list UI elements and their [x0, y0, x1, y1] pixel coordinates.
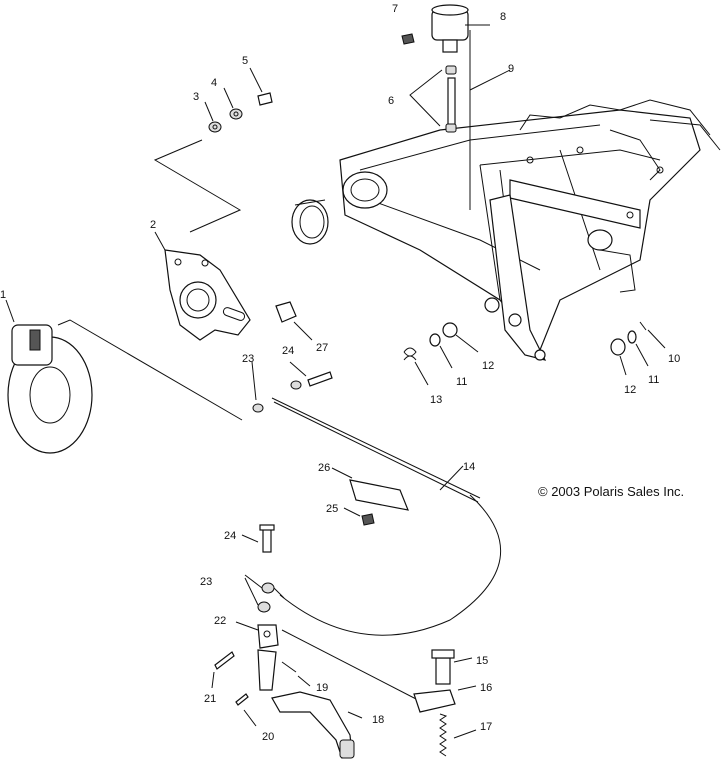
spacer-6-bottom: [445, 123, 457, 133]
clevis-22: [257, 624, 279, 649]
callout-11b: 11: [648, 374, 659, 386]
callout-15: 15: [476, 655, 488, 667]
callout-5: 5: [242, 55, 248, 67]
callout-17: 17: [480, 721, 492, 733]
brake-switch-15: [431, 649, 455, 685]
callout-21: 21: [204, 693, 216, 705]
washer-11-right: [627, 330, 637, 344]
bolt-21: [214, 651, 235, 670]
washer-23-lower: [252, 403, 264, 413]
washer-23-b: [257, 601, 271, 613]
callout-25: 25: [326, 503, 338, 515]
callout-24b: 24: [224, 530, 236, 542]
brake-caliper-1: [11, 324, 53, 366]
caliper-bracket-2: [164, 249, 251, 341]
spring-19: [281, 661, 297, 673]
callout-13: 13: [430, 394, 442, 406]
washer-23-a: [261, 582, 275, 594]
bolt-5: [257, 92, 273, 106]
callout-27: 27: [316, 342, 328, 354]
pivot-arm: [257, 649, 277, 691]
spring-13: [403, 347, 417, 361]
brake-rod-14: [271, 397, 502, 636]
pin-20: [235, 693, 249, 706]
bushing-12-left: [442, 322, 458, 338]
bushing-12-right: [610, 338, 626, 356]
callout-14: 14: [463, 461, 475, 473]
callout-11a: 11: [456, 376, 467, 388]
callout-4: 4: [211, 77, 217, 89]
callout-1: 1: [0, 289, 6, 301]
callout-9: 9: [508, 63, 514, 75]
bolt-24-lower: [259, 524, 275, 553]
callout-16: 16: [480, 682, 492, 694]
spring-17: [439, 713, 448, 757]
callout-6a: 6: [388, 95, 394, 107]
bolt-25: [361, 513, 375, 526]
spacer-6-top: [445, 65, 457, 75]
washer-11-left: [429, 333, 441, 347]
bolt-7: [401, 33, 415, 45]
nut-4: [229, 108, 243, 120]
callout-23a: 23: [242, 353, 254, 365]
bearing-ring: [291, 199, 329, 245]
callout-23b: 23: [200, 576, 212, 588]
block-27: [275, 301, 297, 323]
callout-26: 26: [318, 462, 330, 474]
clip-26: [349, 479, 409, 511]
callout-22: 22: [214, 615, 226, 627]
callout-3: 3: [193, 91, 199, 103]
rear-frame-assembly: [339, 99, 721, 361]
callout-2: 2: [150, 219, 156, 231]
switch-bracket-16: [413, 689, 456, 713]
bolt-24-upper: [307, 371, 333, 387]
callout-8: 8: [500, 11, 506, 23]
washer-3: [208, 121, 222, 133]
callout-24a: 24: [282, 345, 294, 357]
brake-pedal-18: [271, 691, 355, 759]
callout-12b: 12: [624, 384, 636, 396]
copyright-notice: © 2003 Polaris Sales Inc.: [538, 484, 684, 499]
callout-7a: 7: [392, 3, 398, 15]
callout-18: 18: [372, 714, 384, 726]
callout-19: 19: [316, 682, 328, 694]
cotter-pin-10: [639, 321, 647, 331]
washer-23-upper: [290, 380, 302, 390]
pushrod-9: [447, 77, 456, 127]
callout-10: 10: [668, 353, 680, 365]
callout-12a: 12: [482, 360, 494, 372]
callout-20: 20: [262, 731, 274, 743]
master-cylinder: [431, 4, 469, 53]
